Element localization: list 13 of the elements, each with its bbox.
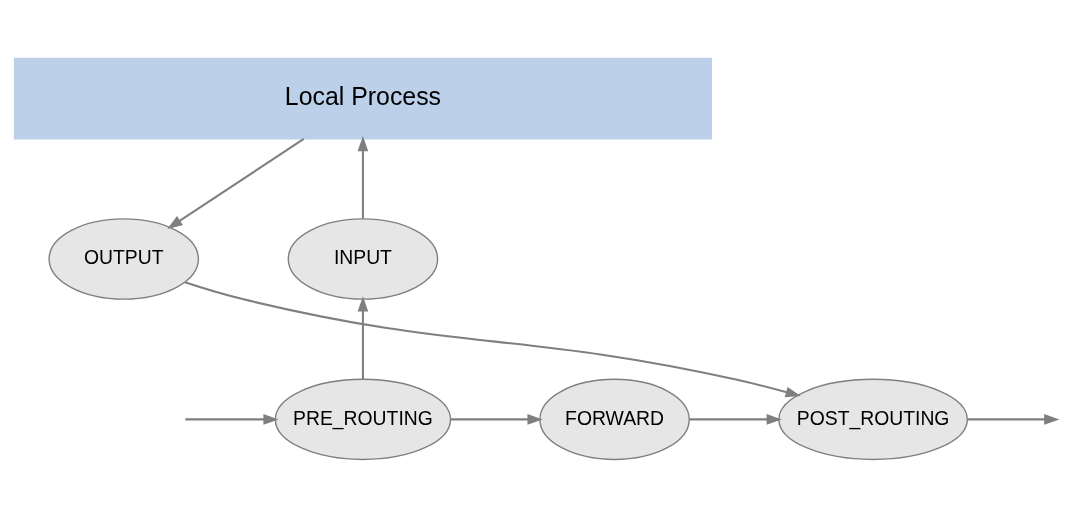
arrow [167,138,305,229]
arrow [184,281,801,398]
arrow [185,414,279,425]
node-ellipse: POST_ROUTING [778,378,969,461]
node-ellipse: INPUT [287,218,439,300]
arrow [689,414,782,425]
arrow [357,296,369,380]
node-ellipse: PRE_ROUTING [274,378,452,461]
arrow [357,135,369,219]
node-box: Local Process [13,57,713,140]
arrow [450,414,543,425]
arrow [967,414,1060,425]
node-ellipse: FORWARD [539,378,690,461]
